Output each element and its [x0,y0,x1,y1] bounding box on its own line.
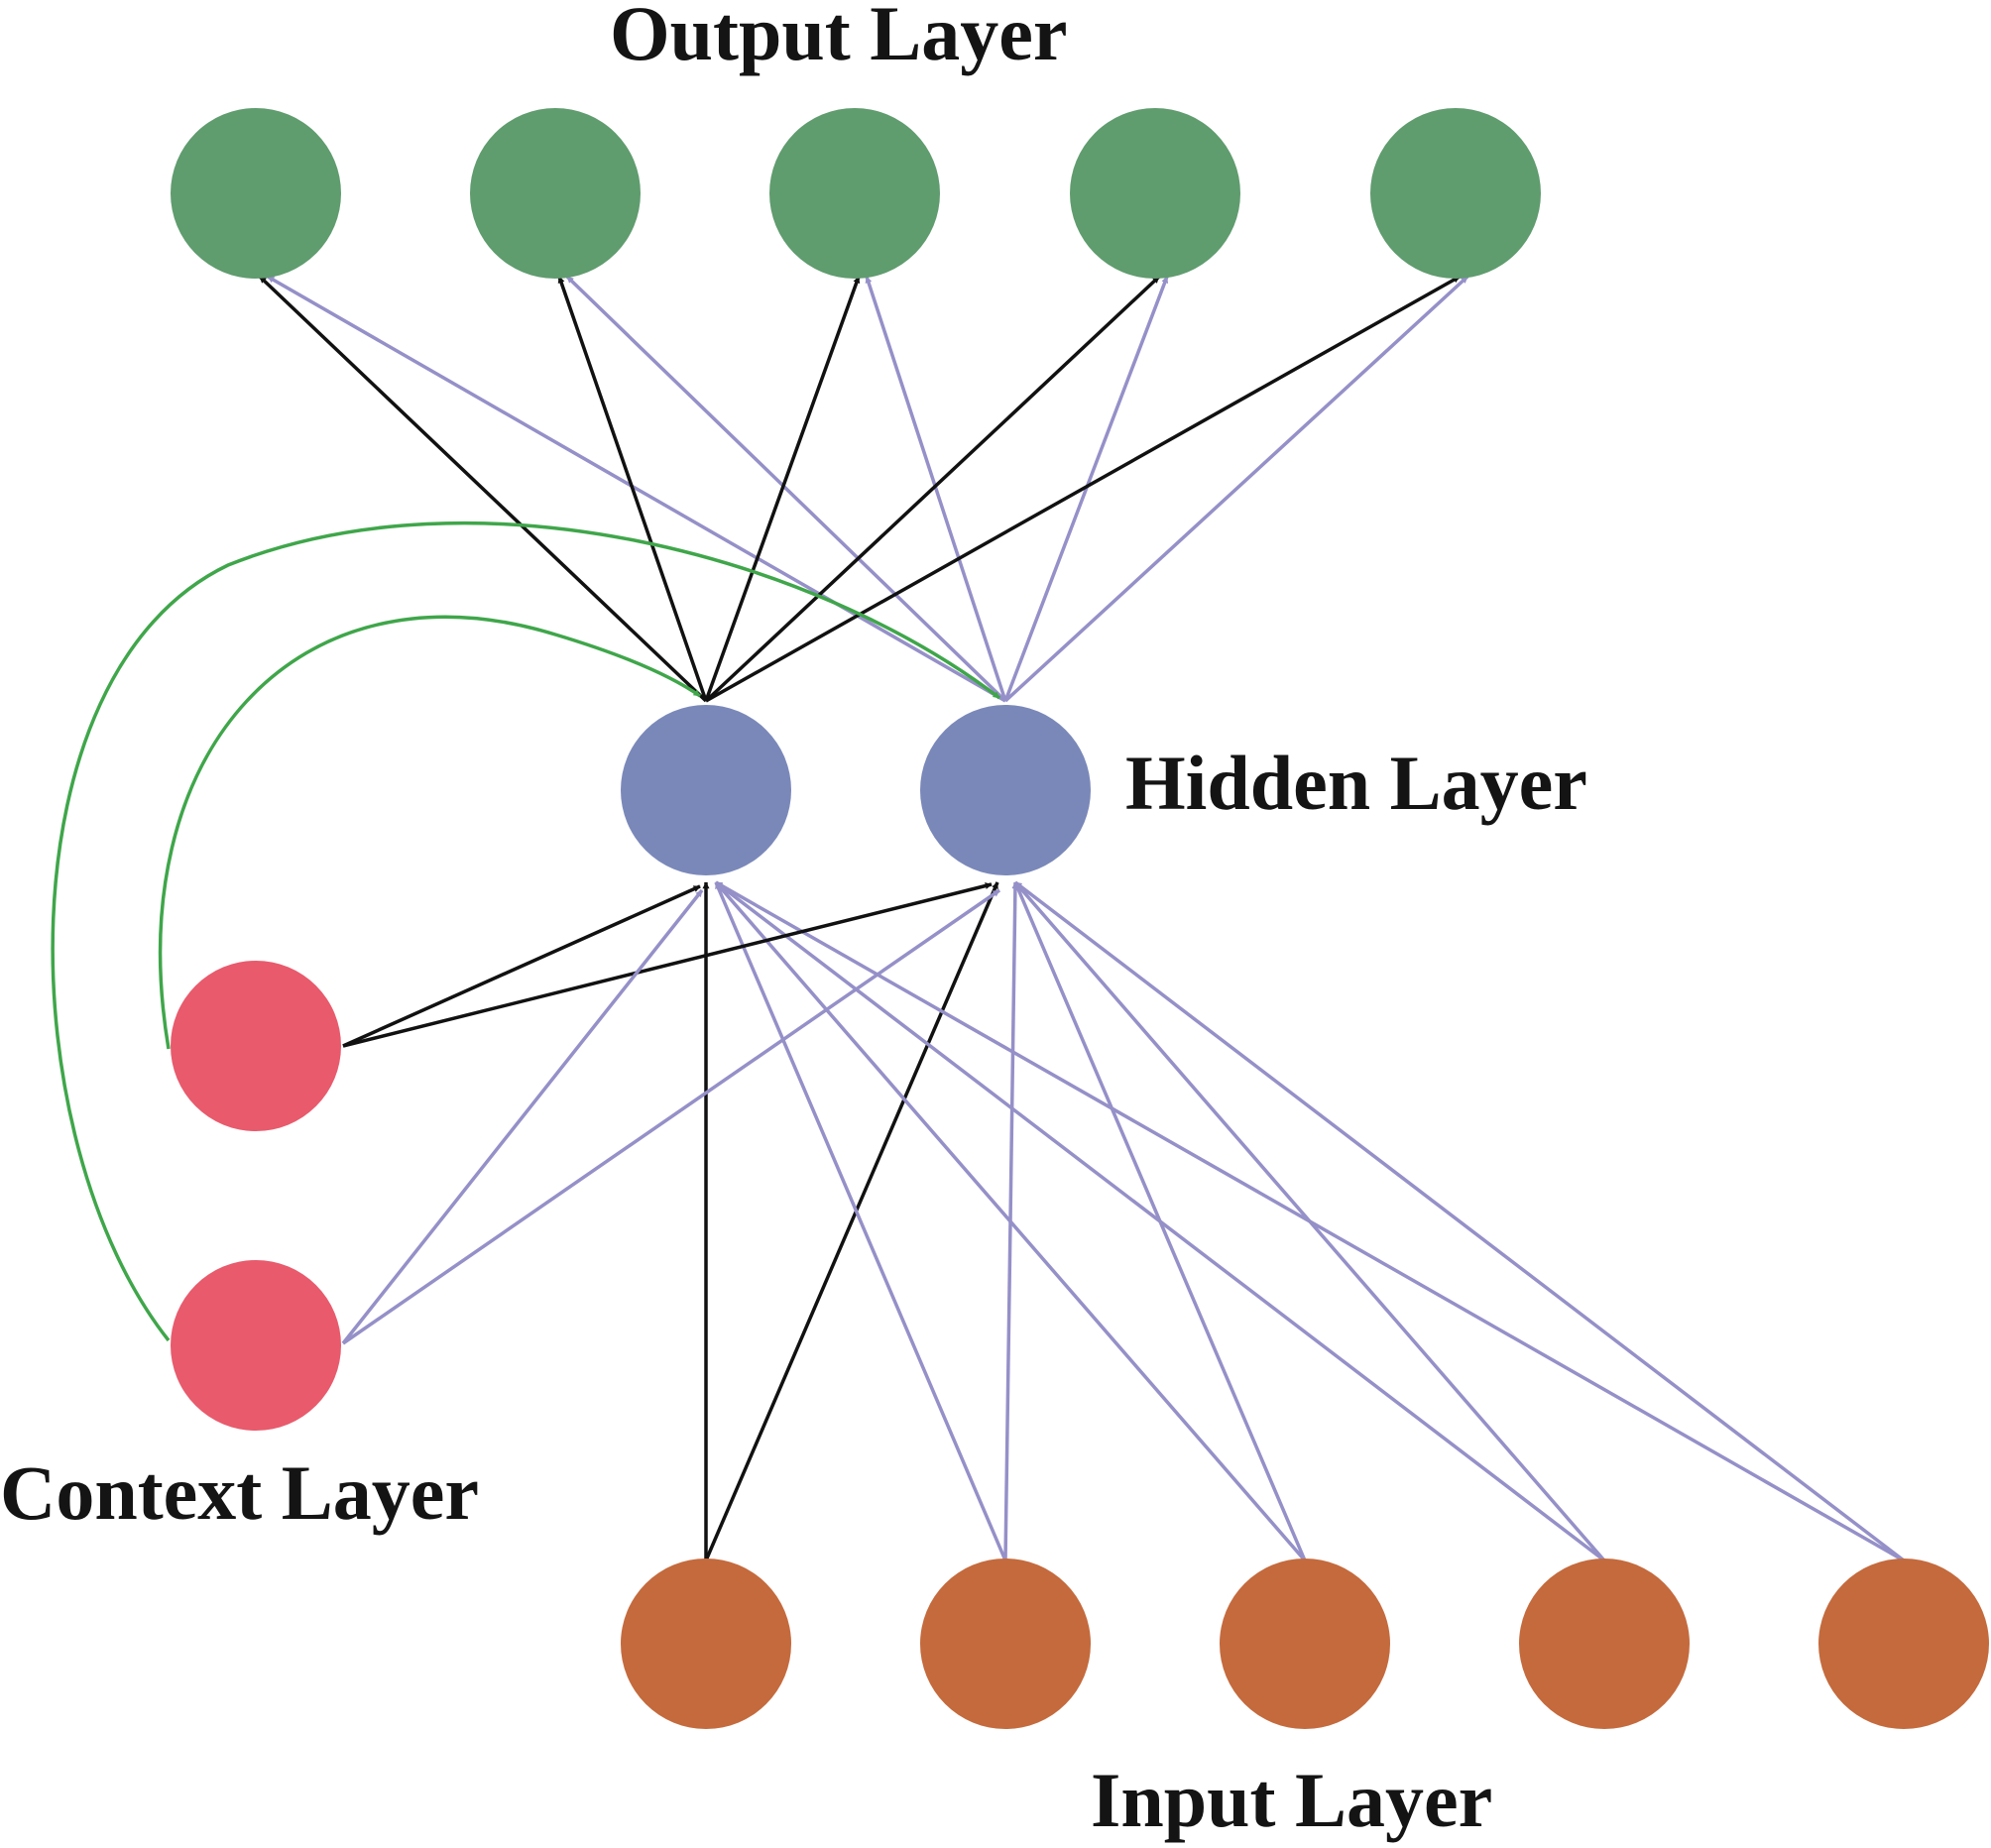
output-node-5 [1370,108,1541,279]
edge-input4-to-hidden1 [714,880,1606,1562]
input-layer-label: Input Layer [1091,1757,1492,1843]
edge-input3-to-hidden1 [714,880,1307,1562]
edge-hidden1-to-output4 [704,275,1161,703]
edge-context2-to-hidden1 [341,888,704,1345]
hidden-node-1 [621,705,791,875]
output-node-4 [1070,108,1240,279]
edge-hidden2-to-output3 [865,276,1007,702]
input-node-2 [920,1559,1091,1729]
edge-input5-to-hidden1 [715,880,1905,1562]
edge-hidden1-to-output5 [705,275,1461,703]
hidden-layer-label: Hidden Layer [1125,740,1587,826]
edge-context1-to-hidden1 [342,884,701,1048]
output-layer-label: Output Layer [610,0,1068,76]
context-node-1 [171,961,341,1131]
input-node-1 [621,1559,791,1729]
edge-hidden2-to-output2 [565,275,1007,703]
input-node-4 [1519,1559,1690,1729]
edge-context2-to-hidden2 [342,888,1000,1345]
output-node-1 [171,108,341,279]
input-node-3 [1220,1559,1390,1729]
edge-input5-to-hidden2 [1013,880,1906,1562]
network-nodes [171,108,1989,1729]
edge-hidden1-to-output1 [258,275,708,703]
edge-input2-to-hidden1 [714,881,1007,1561]
edge-input1-to-hidden2 [704,881,999,1561]
connection-edges [51,275,1906,1562]
recurrent-curve-context2 [51,520,1001,1342]
edge-hidden1-to-output3 [704,276,861,702]
edge-hidden2-to-output5 [1003,275,1469,703]
context-layer-label: Context Layer [0,1449,479,1536]
edge-context1-to-hidden2 [342,882,993,1048]
output-node-3 [769,108,940,279]
context-node-2 [171,1260,341,1431]
input-node-5 [1818,1559,1989,1729]
recurrent-curve-context1 [159,615,701,1050]
edge-hidden1-to-output2 [557,276,708,702]
output-node-2 [470,108,641,279]
hidden-node-2 [920,705,1091,875]
edge-hidden2-to-output1 [267,275,1006,703]
